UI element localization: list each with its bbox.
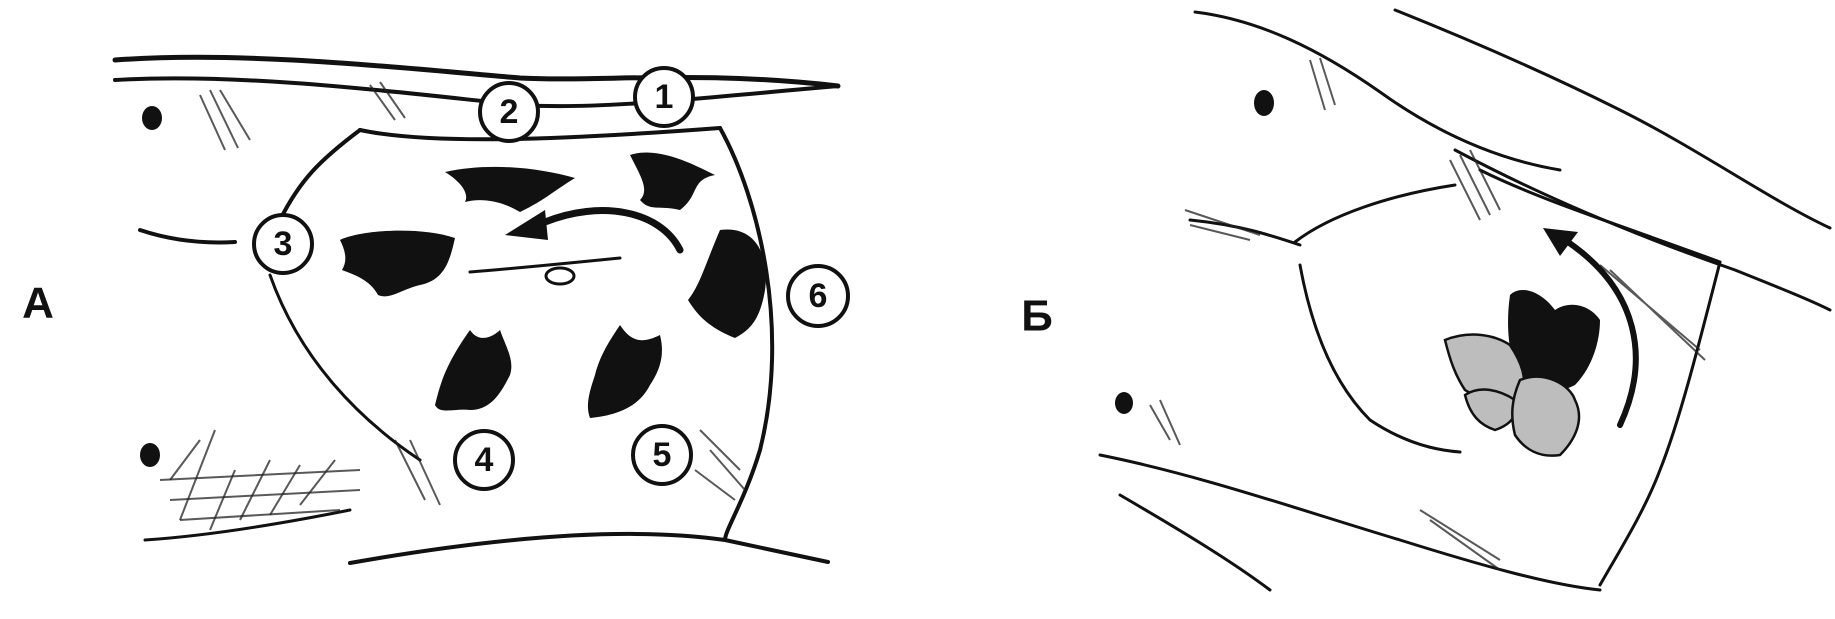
panel-a: 1 2 3 4 5 6 А bbox=[22, 57, 848, 563]
panel-b: Б bbox=[1021, 10, 1830, 590]
leaf-shape bbox=[445, 167, 575, 212]
leaf-shape bbox=[340, 231, 455, 297]
svg-text:4: 4 bbox=[475, 441, 494, 479]
eye-mark bbox=[1254, 90, 1274, 116]
leaf-shape bbox=[435, 330, 511, 411]
leaf-shape bbox=[688, 229, 766, 338]
marker-4: 4 bbox=[455, 431, 513, 489]
svg-text:2: 2 bbox=[500, 93, 519, 131]
marker-5: 5 bbox=[633, 426, 691, 484]
marker-1: 1 bbox=[635, 68, 693, 126]
leaf-shape bbox=[1512, 377, 1579, 456]
panel-label-b: Б bbox=[1021, 292, 1053, 341]
marker-2: 2 bbox=[480, 83, 538, 141]
leaf-cluster bbox=[1445, 290, 1600, 456]
curved-arrow bbox=[505, 210, 680, 250]
marker-3: 3 bbox=[254, 215, 312, 273]
svg-text:3: 3 bbox=[274, 225, 293, 263]
eye-mark bbox=[140, 443, 160, 467]
leaf-group bbox=[340, 153, 766, 418]
svg-text:6: 6 bbox=[809, 277, 828, 315]
shading-b bbox=[1150, 58, 1705, 570]
leaf-shape bbox=[1465, 390, 1516, 430]
svg-text:5: 5 bbox=[653, 436, 672, 474]
marker-6: 6 bbox=[788, 266, 848, 326]
eye-mark bbox=[1115, 392, 1133, 414]
eye-mark bbox=[142, 106, 162, 130]
leaf-shape bbox=[630, 153, 715, 210]
body-outline-b bbox=[1100, 10, 1830, 590]
panel-label-a: А bbox=[22, 279, 54, 328]
svg-text:1: 1 bbox=[655, 78, 674, 116]
leaf-shape bbox=[588, 325, 662, 418]
